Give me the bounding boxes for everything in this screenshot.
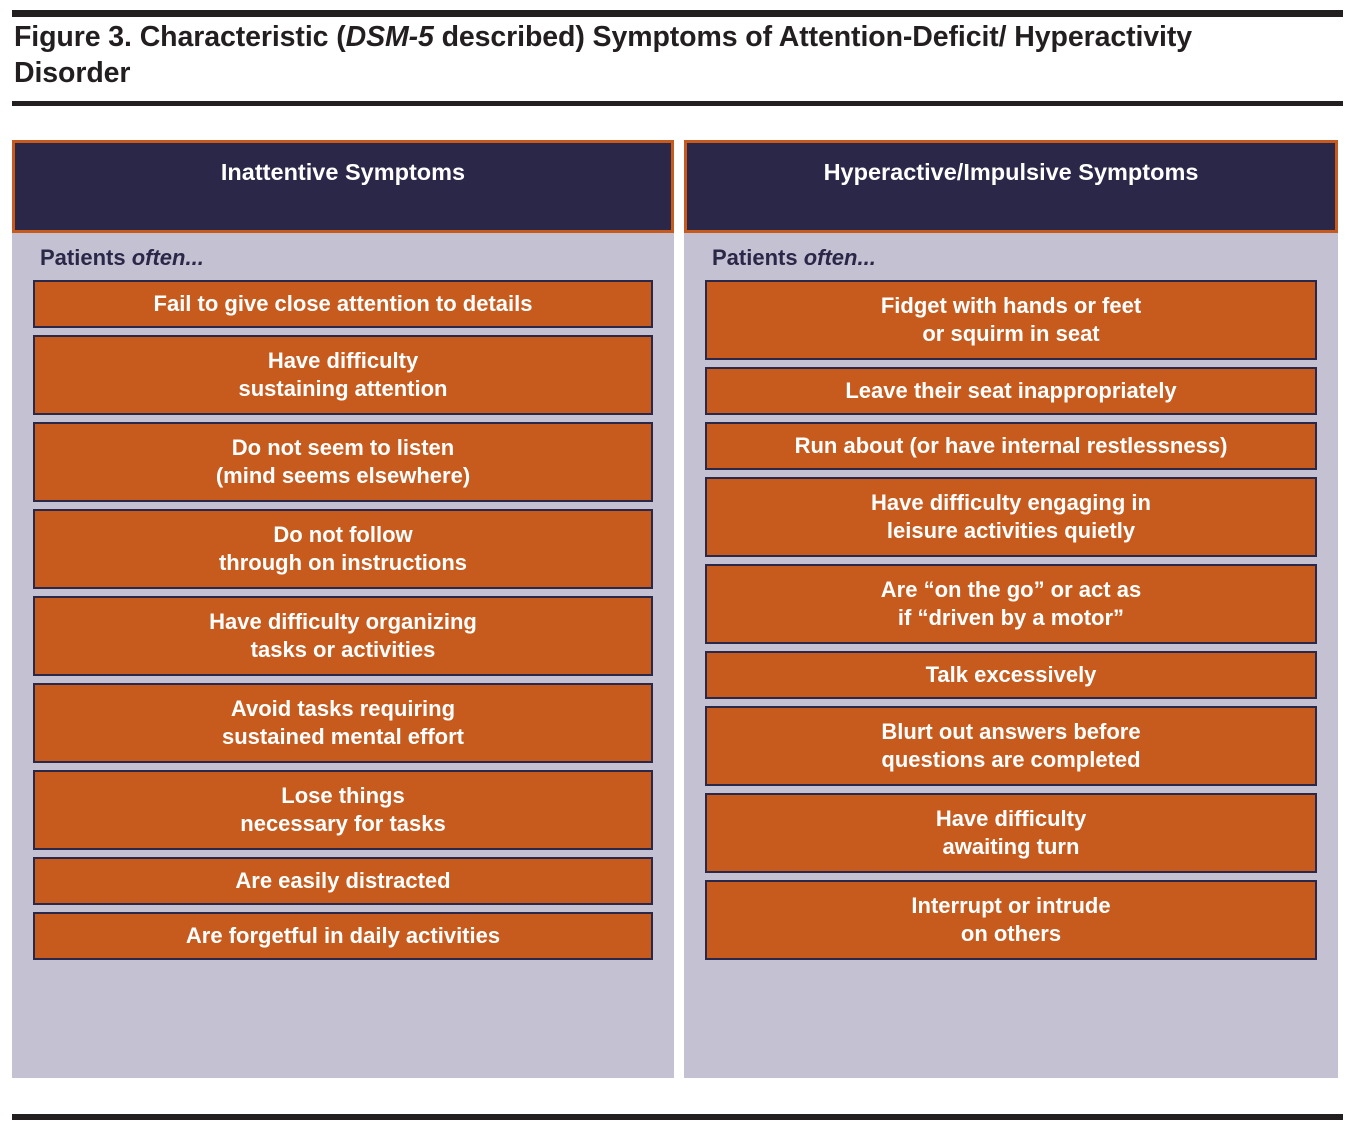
column-body-inattentive: Patients often... Fail to give close att… [12,233,674,1078]
symptom-box[interactable]: Have difficulty organizing tasks or acti… [33,596,653,677]
symptom-box[interactable]: Avoid tasks requiring sustained mental e… [33,683,653,764]
symptom-line1: Interrupt or intrude [911,893,1111,919]
symptom-line1: Do not seem to listen [231,435,455,461]
symptom-box[interactable]: Interrupt or intrude on others [705,880,1317,961]
patients-label-text: Patients [712,245,804,270]
symptom-line1: Are forgetful in daily activities [185,923,501,949]
symptom-box[interactable]: Are forgetful in daily activities [33,912,653,961]
symptom-line1: Fidget with hands or feet [880,293,1142,319]
symptom-line1: Are easily distracted [235,868,451,894]
symptom-line2: sustained mental effort [221,724,465,750]
column-header-inattentive: Inattentive Symptoms [12,140,674,233]
symptom-box[interactable]: Fidget with hands or feet or squirm in s… [705,280,1317,361]
figure-title: Figure 3. Characteristic (DSM-5 describe… [14,19,1254,92]
symptom-line1: Are “on the go” or act as [880,577,1142,603]
symptom-line2: leisure activities quietly [886,518,1136,544]
symptom-line1: Lose things [281,783,405,809]
symptom-line2: through on instructions [218,550,468,576]
symptom-box[interactable]: Have difficulty engaging in leisure acti… [705,477,1317,558]
symptom-box[interactable]: Have difficulty awaiting turn [705,793,1317,874]
figure-title-suffix: described) Symptoms of Attention-Deficit… [14,21,1193,90]
symptom-line1: Fail to give close attention to details [153,291,533,317]
column-header-hyperactive-impulsive: Hyperactive/Impulsive Symptoms [684,140,1338,233]
symptom-line1: Have difficulty engaging in [871,490,1151,516]
symptom-box[interactable]: Talk excessively [705,651,1317,700]
symptom-line1: Have difficulty [267,348,419,374]
symptom-line1: Have difficulty [935,806,1087,832]
symptom-line1: Have difficulty organizing [209,609,477,635]
symptom-box[interactable]: Do not follow through on instructions [33,509,653,590]
figure-title-prefix: Figure 3. Characteristic ( [14,21,346,53]
column-header-line2: Symptoms [344,159,466,185]
symptom-columns: Inattentive Symptoms Patients often... F… [0,140,1355,1080]
symptom-box[interactable]: Fail to give close attention to details [33,280,653,329]
symptom-box[interactable]: Are “on the go” or act as if “driven by … [705,564,1317,645]
often-label-text: often... [131,245,204,270]
symptom-line2: necessary for tasks [240,811,446,837]
column-hyperactive-impulsive: Hyperactive/Impulsive Symptoms Patients … [684,140,1338,1078]
symptom-box[interactable]: Have difficulty sustaining attention [33,335,653,416]
symptom-line1: Blurt out answers before [881,719,1141,745]
symptom-line1: Run about (or have internal restlessness… [794,433,1228,459]
symptom-line2: questions are completed [881,747,1141,773]
patients-often-label-left: Patients often... [40,245,653,270]
symptom-line1: Leave their seat inappropriately [845,378,1177,404]
column-header-line2: Symptoms [1078,159,1199,185]
symptom-line1: Avoid tasks requiring [230,696,456,722]
symptom-box[interactable]: Run about (or have internal restlessness… [705,422,1317,471]
symptom-line2: tasks or activities [250,637,436,663]
symptom-line2: sustaining attention [238,376,448,402]
symptom-line2: awaiting turn [942,834,1080,860]
column-inattentive: Inattentive Symptoms Patients often... F… [12,140,674,1078]
column-header-line1: Hyperactive/Impulsive [823,159,1072,185]
top-rule [12,10,1343,17]
symptom-line2: on others [960,921,1062,947]
patients-label-text: Patients [40,245,132,270]
symptom-line2: or squirm in seat [922,321,1100,347]
symptom-box[interactable]: Lose things necessary for tasks [33,770,653,851]
symptom-line2: if “driven by a motor” [897,605,1125,631]
symptom-box[interactable]: Do not seem to listen (mind seems elsewh… [33,422,653,503]
title-underline-rule [12,101,1343,106]
column-body-hyperactive-impulsive: Patients often... Fidget with hands or f… [684,233,1338,1078]
figure-title-italic: DSM-5 [345,21,434,53]
often-label-text: often... [803,245,876,270]
bottom-rule [12,1114,1343,1120]
symptom-line1: Do not follow [273,522,413,548]
symptom-line2: (mind seems elsewhere) [215,463,471,489]
symptom-box[interactable]: Are easily distracted [33,857,653,906]
column-header-line1: Inattentive [220,159,339,185]
symptom-box[interactable]: Blurt out answers before questions are c… [705,706,1317,787]
symptom-box[interactable]: Leave their seat inappropriately [705,367,1317,416]
symptom-line1: Talk excessively [925,662,1097,688]
patients-often-label-right: Patients often... [712,245,1317,270]
